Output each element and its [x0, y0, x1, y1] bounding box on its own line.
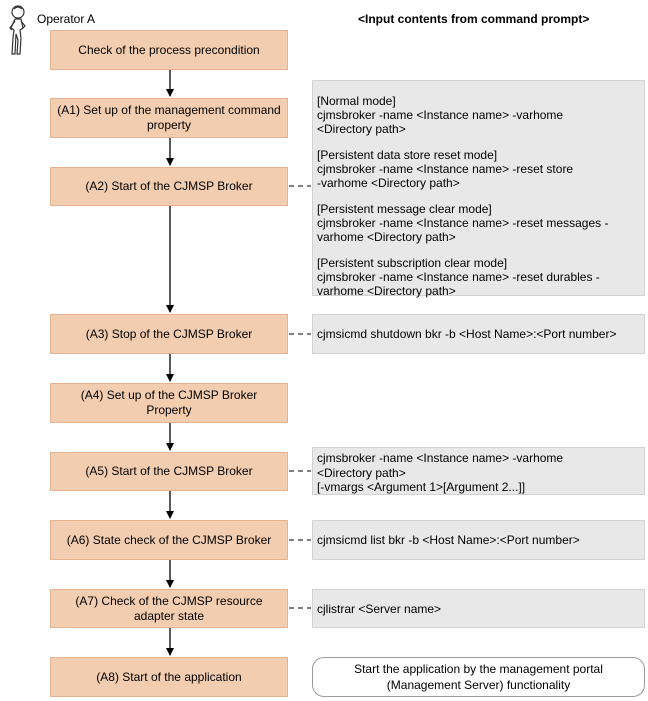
operator-label: Operator A — [37, 12, 96, 26]
command-text: cjmsbroker -name <Instance name> -reset … — [317, 270, 600, 298]
command-text: cjmsicmd shutdown bkr -b <Host Name>:<Po… — [317, 327, 617, 341]
command-box-a7: cjlistrar <Server name> — [312, 589, 645, 628]
command-text: cjmsbroker -name <Instance name> -reset … — [317, 162, 574, 190]
step-precondition-check: Check of the process precondition — [50, 30, 288, 70]
step-a1-command-property-setup: (A1) Set up of the management command pr… — [50, 98, 288, 138]
command-prompt-heading: <Input contents from command prompt> — [358, 12, 590, 26]
step-a6-broker-state-check: (A6) State check of the CJMSP Broker — [50, 520, 288, 560]
step-a4-broker-property-setup: (A4) Set up of the CJMSP Broker Property — [50, 383, 288, 423]
person-icon — [6, 4, 30, 58]
command-box-a2: [Normal mode] cjmsbroker -name <Instance… — [312, 80, 645, 298]
mode-label: [Persistent message clear mode] — [317, 202, 492, 216]
mode-label: [Persistent subscription clear mode] — [317, 256, 508, 270]
step-a7-resource-adapter-check: (A7) Check of the CJMSP resource adapter… — [50, 589, 288, 628]
mode-label: [Persistent data store reset mode] — [317, 148, 498, 162]
command-text: cjmsbroker -name <Instance name> -varhom… — [317, 108, 564, 136]
command-text: cjlistrar <Server name> — [317, 601, 442, 616]
command-box-a3: cjmsicmd shutdown bkr -b <Host Name>:<Po… — [312, 314, 645, 354]
command-text: cjmsbroker -name <Instance name> -varhom… — [317, 451, 564, 494]
command-text: cjmsbroker -name <Instance name> -reset … — [317, 216, 609, 244]
command-text: cjmsicmd list bkr -b <Host Name>:<Port n… — [317, 533, 580, 547]
step-a3-broker-stop: (A3) Stop of the CJMSP Broker — [50, 314, 288, 354]
command-box-a5: cjmsbroker -name <Instance name> -varhom… — [312, 447, 645, 495]
step-a8-application-start: (A8) Start of the application — [50, 657, 288, 697]
step-a2-broker-start: (A2) Start of the CJMSP Broker — [50, 167, 288, 206]
command-box-a6: cjmsicmd list bkr -b <Host Name>:<Port n… — [312, 520, 645, 560]
portal-note-a8: Start the application by the management … — [312, 657, 645, 697]
mode-label: [Normal mode] — [317, 94, 396, 108]
step-a5-broker-start: (A5) Start of the CJMSP Broker — [50, 452, 288, 491]
